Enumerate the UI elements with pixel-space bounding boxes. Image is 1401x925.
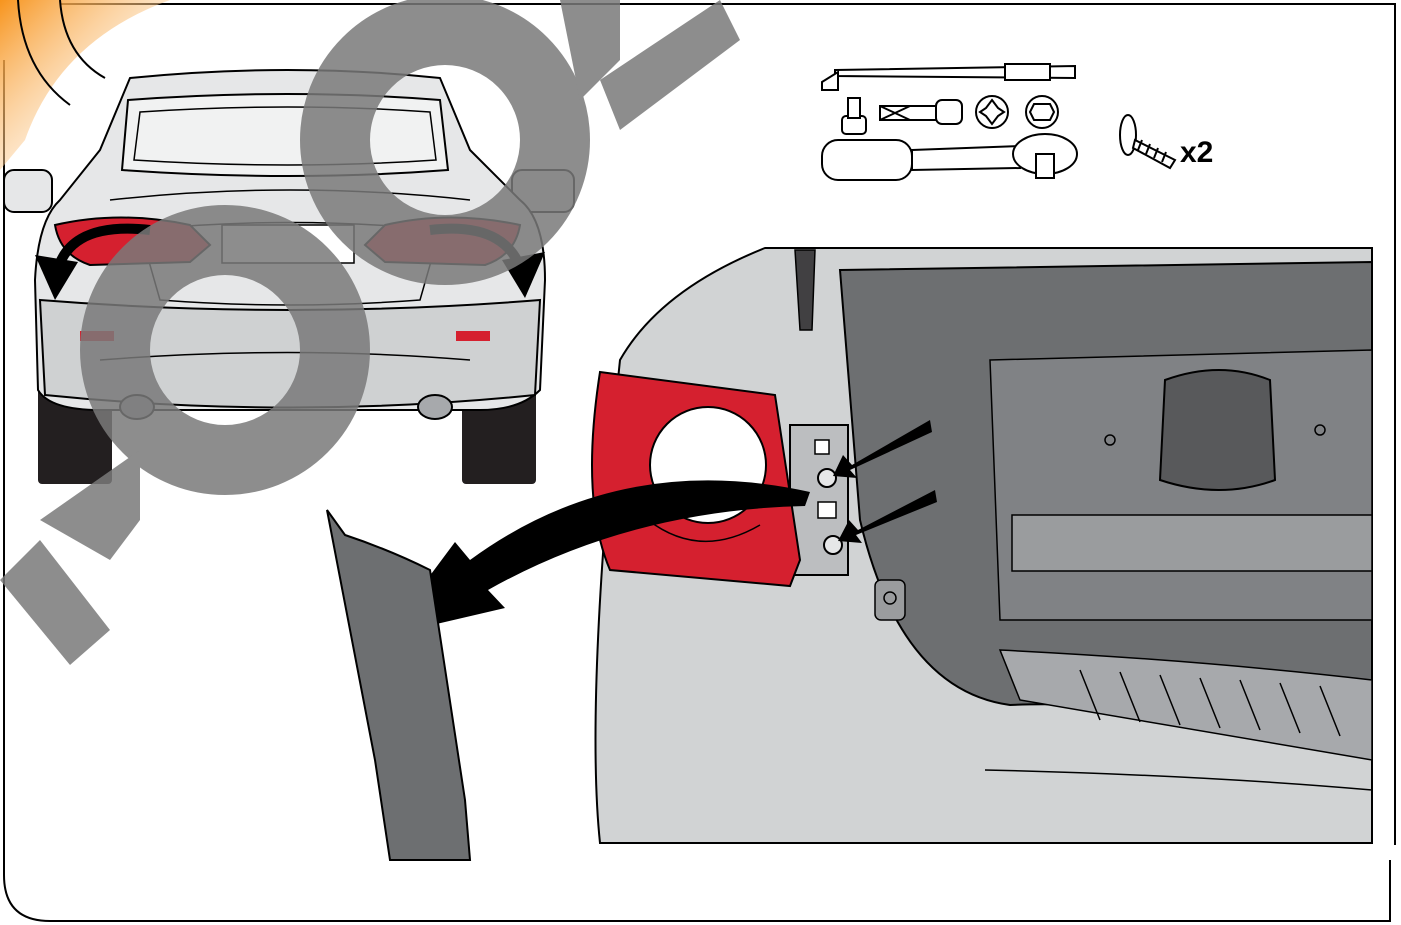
upper-bolt-arrow — [833, 420, 932, 478]
right-reflector — [456, 331, 490, 341]
screw-quantity: x2 — [1180, 136, 1213, 169]
taillight-removal-arrow — [385, 480, 810, 636]
lower-mount-bolt — [823, 535, 843, 555]
extension-bar-icon — [879, 99, 963, 125]
access-hatch — [1158, 369, 1277, 491]
tools-panel: x2 — [821, 63, 1213, 181]
ratchet-icon — [821, 133, 1078, 181]
trunk-closeup — [385, 247, 1373, 844]
socket-icon — [841, 97, 867, 135]
upper-mount-bolt — [817, 468, 837, 488]
hex-bit-icon — [1025, 95, 1059, 129]
wrench-icon — [821, 63, 1076, 91]
lower-bolt-arrow — [838, 490, 937, 543]
page-frame — [3, 3, 1396, 922]
trunk-sill — [998, 649, 1373, 761]
watermark — [0, 0, 740, 665]
right-exhaust — [417, 394, 453, 420]
rear-bumper — [38, 298, 542, 409]
screw-icon — [1119, 114, 1177, 170]
left-mirror — [3, 169, 53, 213]
torx-bit-icon — [975, 95, 1009, 129]
corner-tab — [0, 0, 170, 170]
trunk-floor-panel — [1011, 514, 1373, 572]
removed-lens-cover — [326, 509, 472, 861]
